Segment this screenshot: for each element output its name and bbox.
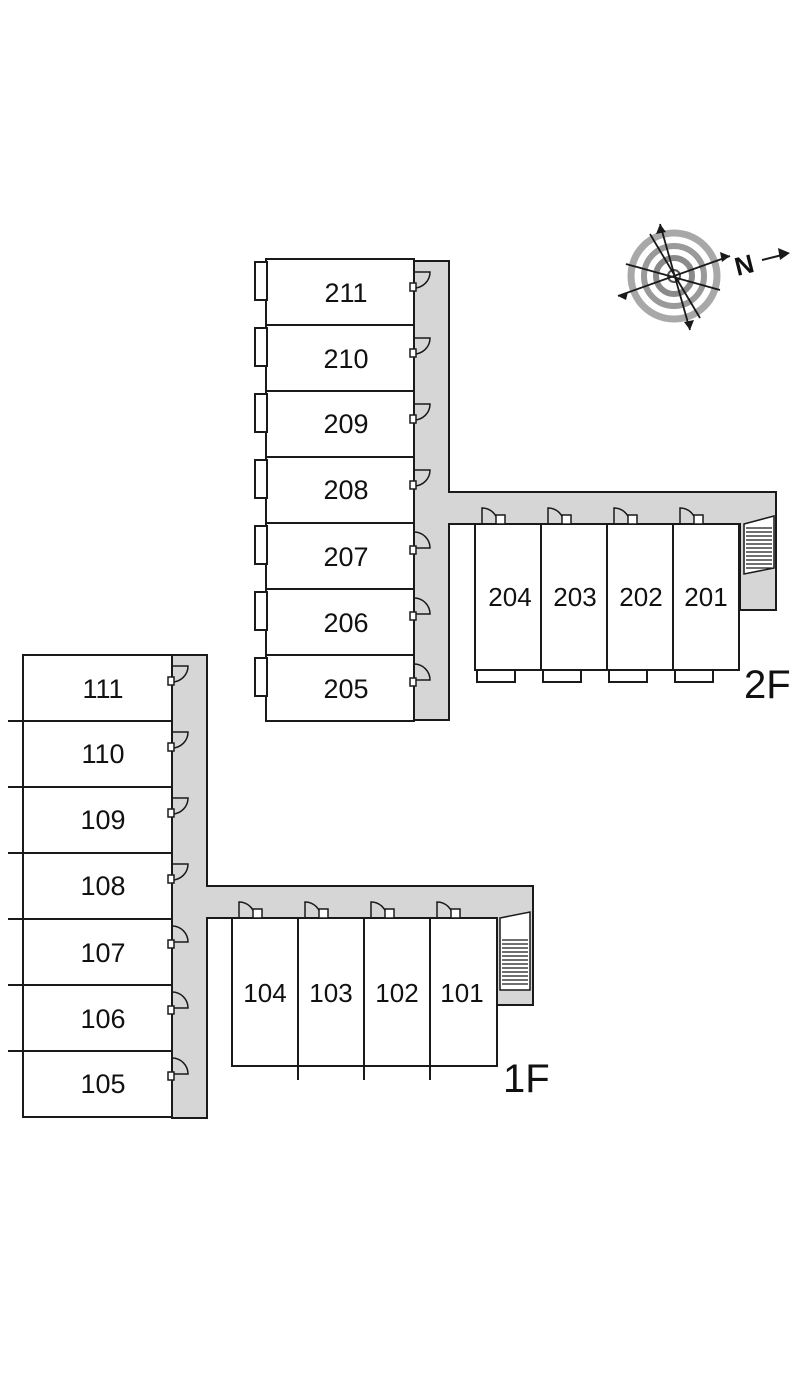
- room-label: 205: [323, 674, 368, 704]
- room-207: 207: [254, 522, 415, 590]
- floor-2f: 211 210 209 208 207 206: [254, 258, 791, 722]
- north-arrow-icon: N: [617, 223, 790, 331]
- room-206: 206: [254, 588, 415, 656]
- door-icon: [167, 665, 189, 1081]
- room-109: 109: [8, 786, 173, 854]
- room-label: 106: [80, 1004, 125, 1034]
- room-202: 202: [606, 523, 674, 683]
- room-label: 101: [440, 978, 483, 1008]
- door-icon: [409, 271, 431, 687]
- floor-1f: 111 110 109 108 107 106: [8, 654, 550, 1119]
- room-104: 104: [231, 917, 299, 1080]
- room-label: 207: [323, 542, 368, 572]
- room-209: 209: [254, 390, 415, 458]
- stairs-2f: [743, 515, 775, 575]
- room-label: 206: [323, 608, 368, 638]
- room-label: 102: [375, 978, 418, 1008]
- room-101: 101: [429, 917, 498, 1067]
- room-107: 107: [8, 918, 173, 986]
- room-211: 211: [254, 258, 415, 326]
- room-110: 110: [8, 720, 173, 788]
- north-label: N: [732, 248, 757, 282]
- room-label: 103: [309, 978, 352, 1008]
- floor-label-1f: 1F: [503, 1057, 550, 1101]
- room-label: 202: [619, 582, 662, 612]
- room-106: 106: [8, 984, 173, 1052]
- room-210: 210: [254, 324, 415, 392]
- room-208: 208: [254, 456, 415, 524]
- room-201: 201: [672, 523, 740, 683]
- door-icon: [481, 507, 704, 525]
- room-105: 105: [8, 1050, 173, 1118]
- room-111: 111: [22, 654, 173, 722]
- room-label: 111: [82, 674, 123, 704]
- room-label: 107: [80, 938, 125, 968]
- room-label: 201: [684, 582, 727, 612]
- room-204: 204: [474, 523, 542, 683]
- room-label: 108: [80, 871, 125, 901]
- room-label: 211: [324, 278, 367, 308]
- floor-label-2f: 2F: [744, 663, 791, 707]
- room-label: 203: [553, 582, 596, 612]
- room-103: 103: [297, 917, 365, 1080]
- room-108: 108: [8, 852, 173, 920]
- stairs-1f: [499, 911, 531, 991]
- room-label: 204: [488, 582, 531, 612]
- room-label: 208: [323, 475, 368, 505]
- room-label: 210: [323, 344, 368, 374]
- room-102: 102: [363, 917, 431, 1080]
- room-label: 109: [80, 805, 125, 835]
- room-205: 205: [254, 654, 415, 722]
- room-label: 104: [243, 978, 286, 1008]
- room-label: 209: [323, 409, 368, 439]
- room-label: 110: [81, 739, 124, 769]
- door-icon: [238, 901, 461, 919]
- room-203: 203: [540, 523, 608, 683]
- room-label: 105: [80, 1069, 125, 1099]
